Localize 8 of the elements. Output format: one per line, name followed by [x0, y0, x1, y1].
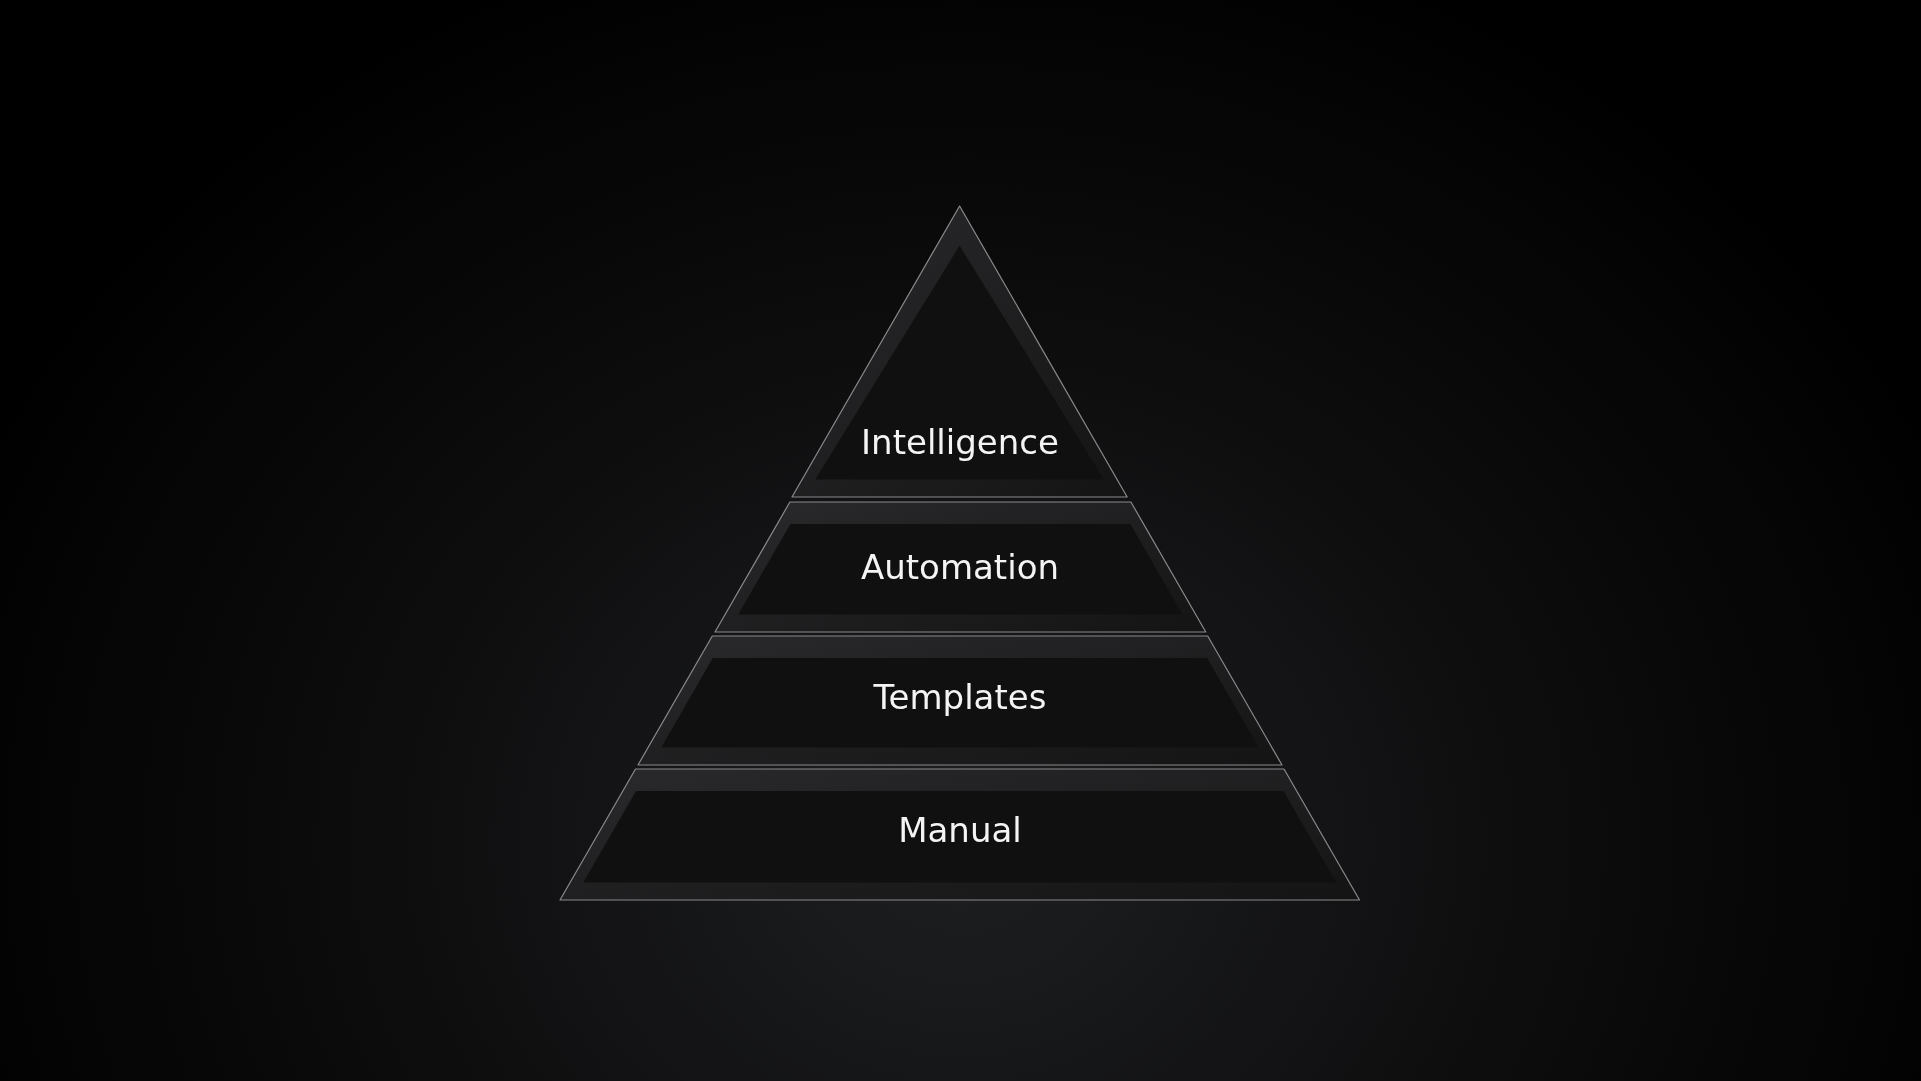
pyramid-tier [638, 636, 1282, 765]
tier-label: Manual [898, 810, 1022, 850]
pyramid-top-tier [792, 206, 1128, 497]
tier-label: Templates [873, 677, 1047, 717]
pyramid-tier [560, 769, 1360, 900]
pyramid-tier [714, 502, 1206, 632]
tier-label: Intelligence [861, 422, 1059, 462]
tier-label: Automation [860, 547, 1059, 587]
